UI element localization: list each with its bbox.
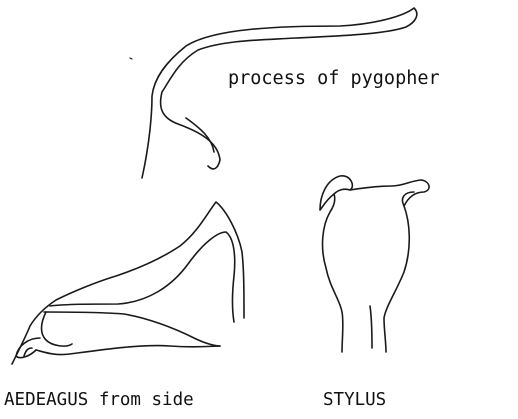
pygopher-process-ridge (186, 118, 214, 152)
pygopher-process-drawing (130, 8, 417, 178)
aedeagus-tip-hook (16, 338, 40, 358)
stylus-ear-left (334, 189, 350, 194)
aedeagus-shaft-lower (36, 346, 220, 355)
pygopher-process-outline (142, 8, 417, 178)
stylus-outline (320, 176, 429, 352)
aedeagus-label: AEDEAGUS from side (4, 392, 194, 410)
aedeagus-inner-outline (50, 232, 235, 322)
aedeagus-drawing (12, 202, 244, 364)
aedeagus-tip-curl (42, 312, 73, 346)
pygopher-process-label: process of pygopher (228, 70, 440, 89)
stylus-drawing (320, 176, 429, 352)
pygopher-process-detail (130, 58, 132, 59)
aedeagus-shaft-upper (44, 312, 220, 346)
stylus-label: STYLUS (323, 392, 386, 410)
stylus-inner-line (370, 306, 372, 348)
